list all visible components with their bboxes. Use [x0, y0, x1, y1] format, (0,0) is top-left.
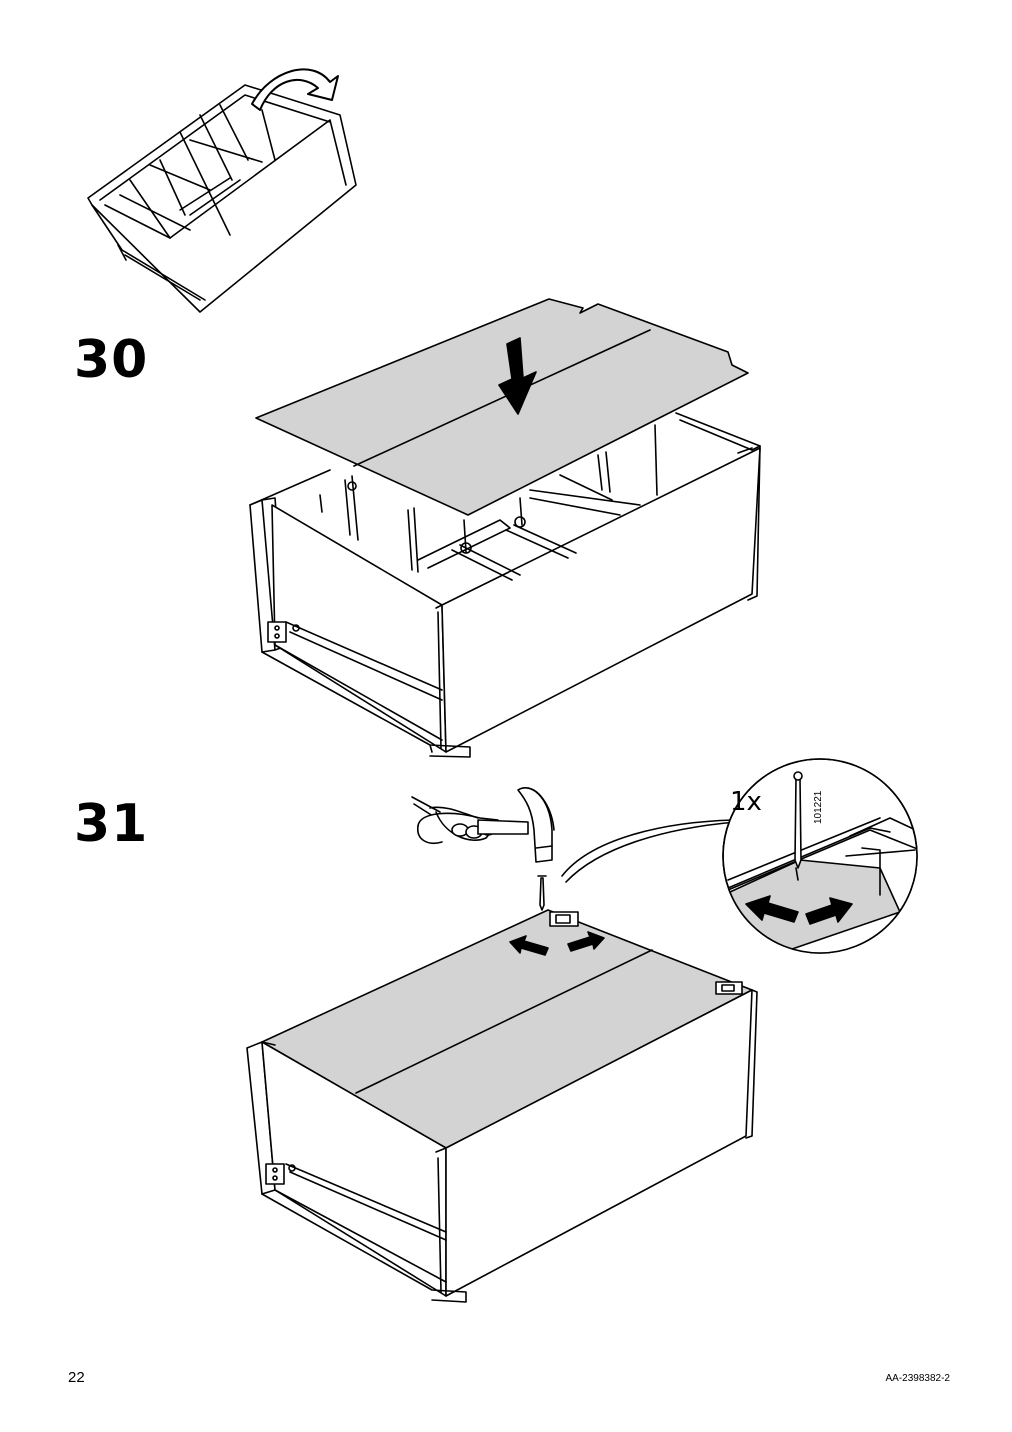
hammer-icon — [411, 787, 555, 863]
part-number: 101221 — [813, 790, 824, 824]
push-arrow-icon — [509, 931, 605, 956]
step-number-31: 31 — [74, 794, 149, 854]
step30-cabinet — [249, 412, 761, 758]
step31-cabinet — [246, 909, 758, 1303]
flip-arrow-icon — [251, 68, 339, 111]
document-code: AA-2398382-2 — [885, 1373, 951, 1384]
step-number-30: 30 — [74, 330, 149, 390]
flip-frame-illustration — [87, 84, 357, 313]
page-number: 22 — [68, 1369, 85, 1386]
quantity-label: 1x — [730, 787, 762, 817]
nail-icon — [537, 875, 547, 911]
down-arrow-icon — [498, 337, 537, 415]
detail-callout — [561, 758, 918, 954]
step30-back-panel — [255, 298, 749, 516]
